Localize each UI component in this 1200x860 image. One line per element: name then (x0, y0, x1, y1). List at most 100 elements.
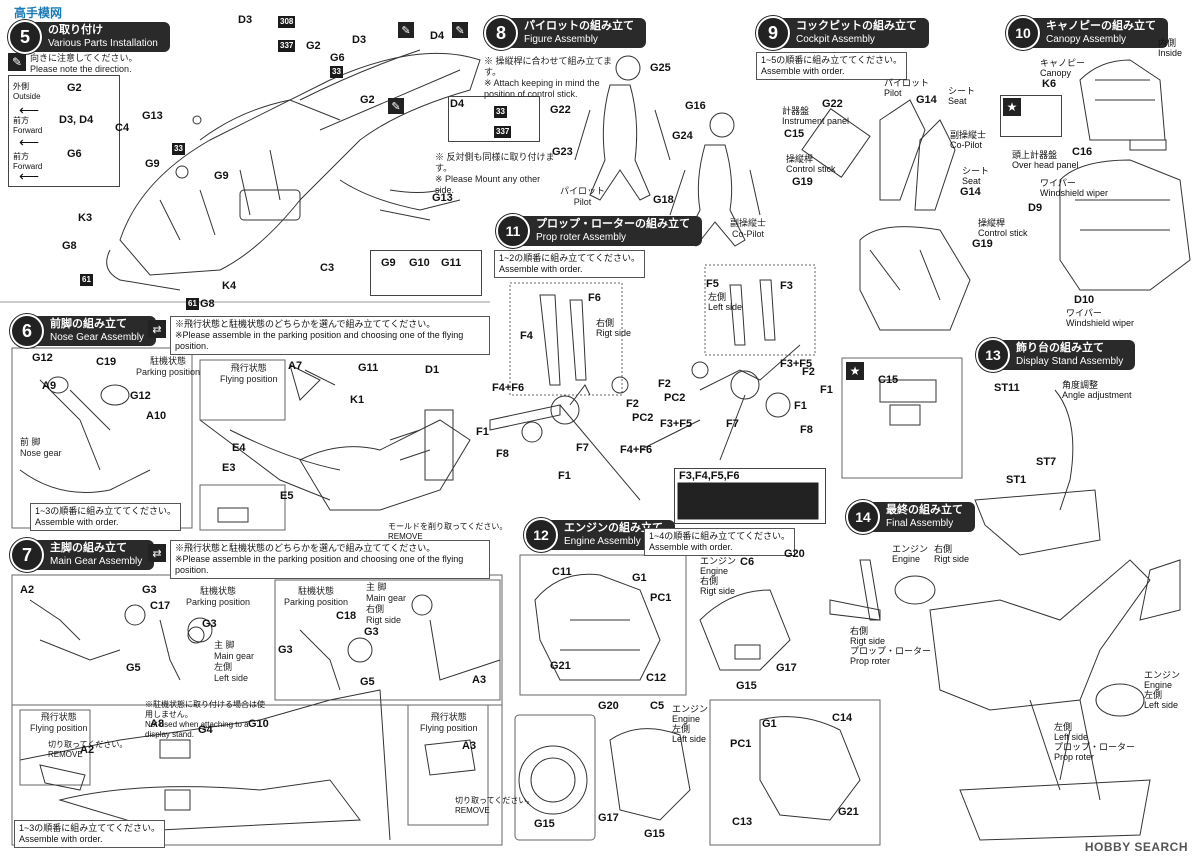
part-label: A3 (472, 674, 487, 686)
part-label: C3 (320, 262, 335, 274)
part-label: G5 (126, 662, 141, 674)
part-label: F2 (626, 398, 639, 410)
part-label: G2 (360, 94, 375, 106)
part-label: G1 (632, 572, 647, 584)
part-label: C17 (150, 600, 171, 612)
section-13-title: 飾り台の組み立て Display Stand Assembly (1002, 340, 1136, 370)
part-label: C16 (1072, 146, 1093, 158)
section-5-number: 5 (8, 20, 42, 54)
part-label: F3 (780, 280, 793, 292)
part-label: F3+F5 (660, 418, 693, 430)
copilot-caption: 副操縦士 Co-Pilot (730, 218, 767, 239)
part-label: K4 (222, 280, 237, 292)
part-label: C15 (784, 128, 805, 140)
part-label: G25 (650, 62, 671, 74)
nose-gear-caption: 前 脚 Nose gear (20, 437, 62, 458)
flying-caption: 飛行状態 Flying position (220, 363, 278, 384)
part-label: PC2 (664, 392, 686, 404)
hobby-search-watermark: HOBBY SEARCH (1084, 840, 1188, 854)
star-icon: ★ (1003, 98, 1021, 116)
section-12-title: エンジンの組み立て Engine Assembly (550, 520, 675, 550)
part-label: F6 (588, 292, 601, 304)
part-label: G6 (330, 52, 345, 64)
part-label: G15 (534, 818, 555, 830)
part-label: G17 (776, 662, 797, 674)
part-label: F4+F6 (620, 444, 653, 456)
paint-swatch-box: F3,F4,F5,F6 (674, 468, 826, 524)
section-10-title: キャノピーの組み立て Canopy Assembly (1032, 18, 1168, 48)
section-7-number: 7 (10, 538, 44, 572)
d4-detail-box (448, 96, 540, 142)
parking-caption: 駐機状態 Parking position (284, 586, 349, 607)
section-11-number: 11 (496, 214, 530, 248)
star-icon: ★ (846, 362, 864, 380)
part-label: ST11 (994, 382, 1020, 394)
section-9-order-note: 1~5の順番に組み立ててください。 Assemble with order. (756, 52, 907, 80)
section-14-header: 14 最終の組み立て Final Assembly (846, 500, 975, 534)
paint-code-tag: 33 (494, 106, 507, 118)
part-label: C18 (336, 610, 357, 622)
part-label: D1 (425, 364, 440, 376)
section-12-order-note: 1~4の順番に組み立ててください。 Assemble with order. (644, 528, 795, 556)
part-label: E3 (222, 462, 236, 474)
part-label: A2 (80, 744, 95, 756)
part-label: G12 (130, 390, 151, 402)
section-14-title: 最終の組み立て Final Assembly (872, 502, 975, 532)
overhead-panel-box: ★ (1000, 95, 1062, 137)
arrow-left-icon: ⟵ (19, 134, 40, 150)
flying-caption: 飛行状態 Flying position (30, 712, 88, 733)
part-label: PC1 (730, 738, 752, 750)
part-label: C5 (650, 700, 665, 712)
paint-code-tag: 308 (278, 16, 296, 28)
part-label: G16 (685, 100, 706, 112)
part-label: G11 (358, 362, 379, 374)
part-label: K1 (350, 394, 365, 406)
paint-code-tag: 61 (186, 298, 199, 310)
part-label: A2 (20, 584, 35, 596)
part-label: A8 (150, 718, 165, 730)
part-label: F1 (820, 384, 833, 396)
part-label: C15 (878, 374, 899, 386)
part-label: ST7 (1036, 456, 1057, 468)
main-gear-caption: 主 脚 Main gear 左側 Left side (214, 640, 255, 683)
section-6-number: 6 (10, 314, 44, 348)
not-used-note: ※駐機状態に取り付ける場合は使用しません。 Not used when atta… (145, 700, 265, 739)
legend-box: 外側 Outside ⟵ G2 前方 Forward ⟵ D3, D4 前方 F… (8, 75, 120, 187)
section-8-number: 8 (484, 16, 518, 50)
section-12-header: 12 エンジンの組み立て Engine Assembly (524, 518, 675, 552)
part-label: G14 (916, 94, 937, 106)
part-label: G13 (142, 110, 163, 122)
part-label: E4 (232, 442, 246, 454)
pilot-caption: パイロット Pilot (560, 186, 606, 207)
direction-icon: ✎ (388, 98, 404, 114)
arrow-left-icon: ⟵ (19, 168, 40, 184)
section-5-title: の取り付け Various Parts Installation (34, 22, 170, 52)
part-label: G23 (552, 146, 573, 158)
flying-caption: 飛行状態 Flying position (420, 712, 478, 733)
part-label: F1 (558, 470, 571, 482)
section-8-header: 8 パイロットの組み立て Figure Assembly (484, 16, 646, 50)
part-label: D10 (1074, 294, 1095, 306)
paint-code-tag: 337 (278, 40, 296, 52)
part-label: F7 (726, 418, 739, 430)
part-label: G3 (142, 584, 157, 596)
section-13-header: 13 飾り台の組み立て Display Stand Assembly (976, 338, 1136, 372)
part-label: K3 (78, 212, 93, 224)
part-label: G9 (145, 158, 160, 170)
part-label: G24 (672, 130, 693, 142)
section-7-order-note: 1~3の順番に組み立ててください。 Assemble with order. (14, 820, 165, 848)
paint-code-tag: 61 (80, 274, 93, 286)
part-label: C4 (115, 122, 130, 134)
mirror-note: ※ 反対側も同様に取り付けます。 ※ Please Mount any othe… (435, 152, 555, 195)
part-label: C6 (740, 556, 755, 568)
